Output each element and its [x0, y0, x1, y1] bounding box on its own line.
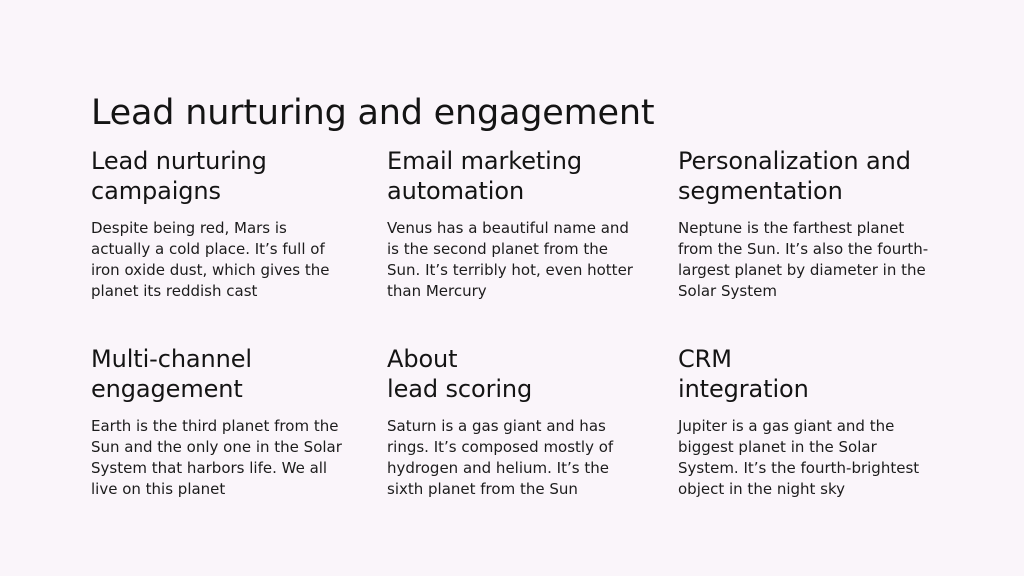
feature-card-heading: Email marketing automation	[387, 147, 583, 205]
feature-card-body: Venus has a beautiful name and is the se…	[387, 219, 633, 300]
feature-card: About lead scoring Saturn is a gas giant…	[387, 344, 639, 500]
page-title: Lead nurturing and engagement	[91, 93, 655, 134]
feature-card-body: Earth is the third planet from the Sun a…	[91, 417, 342, 498]
feature-card-body: Saturn is a gas giant and has rings. It’…	[387, 417, 614, 498]
feature-card-heading: Multi-channel engagement	[91, 345, 252, 403]
feature-card: Personalization and segmentation Neptune…	[678, 146, 930, 302]
feature-card: CRM integration Jupiter is a gas giant a…	[678, 344, 930, 500]
feature-card-heading: Personalization and segmentation	[678, 147, 911, 205]
feature-card: Lead nurturing campaigns Despite being r…	[91, 146, 343, 302]
feature-card-heading: CRM integration	[678, 345, 809, 403]
feature-card-body: Jupiter is a gas giant and the biggest p…	[678, 417, 920, 498]
feature-card-body: Neptune is the farthest planet from the …	[678, 219, 929, 300]
feature-card-body: Despite being red, Mars is actually a co…	[91, 219, 330, 300]
feature-card-heading: Lead nurturing campaigns	[91, 147, 267, 205]
feature-card: Multi-channel engagement Earth is the th…	[91, 344, 343, 500]
feature-card-heading: About lead scoring	[387, 345, 533, 403]
feature-card: Email marketing automation Venus has a b…	[387, 146, 639, 302]
feature-card-grid: Lead nurturing campaigns Despite being r…	[91, 146, 951, 500]
